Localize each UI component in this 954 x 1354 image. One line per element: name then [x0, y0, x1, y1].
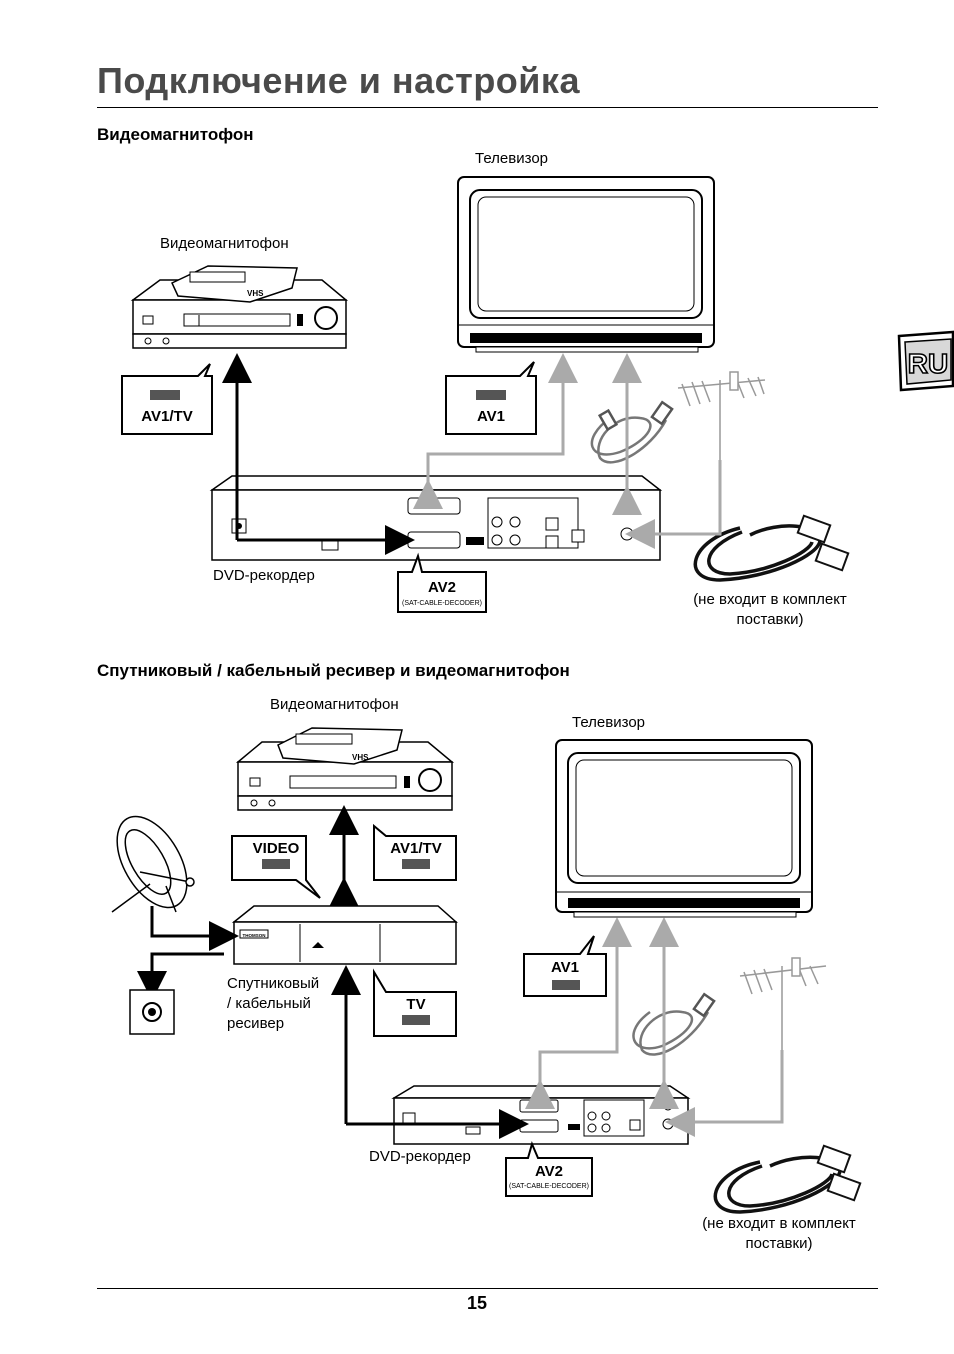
s2-tv-port-callout: AV1 [523, 935, 607, 997]
s2-satellite-dish-icon [111, 815, 195, 913]
s2-receiver-label-line2: / кабельный [227, 995, 311, 1012]
s2-coax-cable-icon [632, 992, 716, 1056]
s2-antenna-link [665, 1050, 784, 1137]
s2-receiver-port: TV [406, 996, 425, 1013]
s2-cable-note-line1: (не входит в комплект [702, 1215, 856, 1232]
s1-dvd-port-sub: (SAT-CABLE-DECODER) [402, 600, 482, 607]
s2-receiver-port-callout: TV [373, 968, 457, 1037]
s1-scart-cable-icon [693, 514, 850, 582]
s2-tv-label: Телевизор [572, 714, 646, 731]
s2-antenna-icon [739, 957, 827, 1060]
s1-vcr-port-callout: AV1/TV [121, 363, 213, 435]
s2-video-port-callout: VIDEO [231, 835, 321, 899]
s2-tv [555, 739, 813, 918]
s1-vcr-brand: VHS [247, 289, 264, 298]
s2-vcr-brand: VHS [352, 753, 369, 762]
section1-heading: Видеомагнитофон [97, 125, 254, 144]
s1-cable-note-line1: (не входит в комплект [693, 591, 847, 608]
s2-dish-link [150, 906, 239, 951]
s2-cable-note-line2: поставки) [745, 1235, 813, 1252]
s1-tv-port-callout: AV1 [445, 361, 537, 435]
footer-rule [97, 1288, 878, 1289]
s2-wall-socket-icon [129, 989, 175, 1035]
s2-vcr-label: Видеомагнитофон [270, 696, 399, 713]
s1-tv-port: AV1 [477, 408, 505, 425]
s1-tv [457, 176, 715, 353]
s1-coax-cable-icon [590, 400, 674, 464]
s2-cable-note: (не входит в комплект поставки) [674, 1214, 884, 1254]
s2-vcr: VHS [235, 727, 455, 811]
s1-vcr: VHS [130, 265, 349, 349]
section2-heading: Спутниковый / кабельный ресивер и видеом… [97, 661, 570, 680]
s1-tv-label: Телевизор [475, 150, 549, 167]
page-title: Подключение и настройка [97, 60, 580, 101]
s2-scart-cable-icon [713, 1144, 862, 1214]
s2-socket-link [137, 952, 224, 1001]
title-rule [97, 107, 878, 108]
s2-receiver-label-line3: ресивер [227, 1015, 285, 1032]
s2-dvd-recorder [391, 1085, 691, 1145]
s2-tv-port: AV1 [551, 959, 579, 976]
s2-receiver: THOMSON [231, 905, 458, 965]
s2-vcr-port-callout: AV1/TV [373, 823, 457, 881]
s2-dvd-label: DVD-рекордер [369, 1148, 471, 1165]
s1-vcr-port: AV1/TV [141, 408, 192, 425]
s2-dvd-port: AV2 [535, 1163, 563, 1180]
s1-cable-note: (не входит в комплект поставки) [665, 590, 875, 630]
language-tab: RU [895, 330, 954, 397]
s2-dvd-port-callout: AV2 (SAT-CABLE-DECODER) [505, 1141, 593, 1197]
s1-dvd-recorder [209, 475, 663, 561]
page-number: 15 [466, 1293, 488, 1313]
language-tab-label: RU [908, 348, 948, 379]
s1-tv-scart-link [413, 353, 578, 509]
s1-dvd-port: AV2 [428, 579, 456, 596]
s1-antenna-link [625, 460, 722, 549]
s1-vcr-label: Видеомагнитофон [160, 235, 289, 252]
s2-dvd-port-sub: (SAT-CABLE-DECODER) [509, 1183, 589, 1190]
s1-dvd-label: DVD-рекордер [213, 567, 315, 584]
s2-tv-scart-link [525, 917, 632, 1109]
s2-video-port: VIDEO [253, 840, 300, 857]
s2-vcr-port: AV1/TV [390, 840, 441, 857]
s2-receiver-brand: THOMSON [243, 933, 266, 938]
s1-dvd-port-callout: AV2 (SAT-CABLE-DECODER) [397, 552, 487, 613]
s2-receiver-label-line1: Спутниковый [227, 975, 320, 992]
s1-cable-note-line2: поставки) [736, 611, 804, 628]
s2-receiver-label: Спутниковый / кабельный ресивер [227, 974, 319, 1034]
s1-antenna-icon [677, 371, 766, 470]
